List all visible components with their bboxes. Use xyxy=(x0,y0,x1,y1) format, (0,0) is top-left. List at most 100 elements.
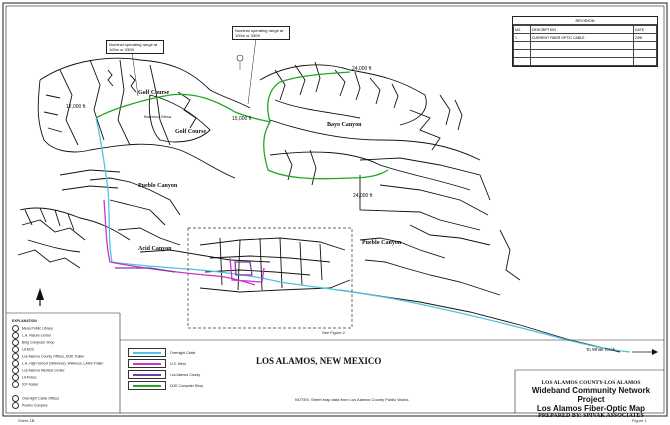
operating-range-callout: Nominal operating range at 100m or 330ft xyxy=(106,40,164,54)
title-block-county: LOS ALAMOS COUNTY-LOS ALAMOS xyxy=(541,380,641,386)
location-marker-icon xyxy=(12,374,19,381)
list-item: Overnight Cable xyxy=(128,347,203,358)
source-note: NOTES: Street map data from Los Alamos C… xyxy=(295,397,409,402)
location-marker-icon xyxy=(12,360,19,367)
legend-swatch xyxy=(128,381,166,390)
to-white-rock-label: To White Rock xyxy=(586,347,616,352)
title-block-frame xyxy=(6,312,664,413)
route-purple-west xyxy=(115,267,176,273)
revision-header-description: DESCRIPTION xyxy=(530,25,634,34)
location-marker-icon xyxy=(12,402,19,409)
list-item: Bldg Computer Shop xyxy=(12,339,112,346)
revision-cell: CURRENT FIBER OPTIC CABLE xyxy=(530,33,634,42)
location-marker-icon xyxy=(12,395,19,402)
area-label-barranca-mesa: Barranca Mesa xyxy=(144,114,172,119)
revision-header-no: NO. xyxy=(513,25,531,34)
location-marker-icon xyxy=(12,332,19,339)
line-swatch xyxy=(133,384,161,387)
list-item: U.S. West xyxy=(128,358,203,369)
line-swatch xyxy=(133,362,161,365)
location-marker-icon xyxy=(12,353,19,360)
route-purple xyxy=(234,261,253,276)
list-item: LA EDC xyxy=(12,346,112,353)
list-item: L.A. Nature Center xyxy=(12,332,112,339)
title-block-project: Wideband Community Network Project xyxy=(531,386,651,404)
table-row xyxy=(513,41,657,50)
revision-cell xyxy=(513,49,531,58)
title-block: LOS ALAMOS COUNTY-LOS ALAMOS Wideband Co… xyxy=(520,380,662,419)
area-label-pueblo-canyon: Pueblo Canyon xyxy=(362,240,402,246)
legend-item-label: ICF Kaiser xyxy=(22,382,39,387)
area-label-pueblo-canyon: Pueblo Canyon xyxy=(138,183,178,189)
legend-item-label: LA EDC xyxy=(22,347,35,352)
route-magenta xyxy=(103,199,256,286)
revision-table: REVISION NO. DESCRIPTION DATE 1 CURRENT … xyxy=(512,16,658,67)
outer-border xyxy=(2,2,668,417)
legend-item-label: L.A. Nature Center xyxy=(22,333,52,338)
location-marker-icon xyxy=(12,381,19,388)
water-tower-icon xyxy=(236,54,244,62)
operating-range-callout: Nominal operating range at 100m or 330ft xyxy=(232,26,290,40)
inset-box xyxy=(187,227,353,329)
distance-label: 12,000 ft xyxy=(66,104,86,110)
list-item xyxy=(12,388,112,395)
line-swatch xyxy=(133,351,161,354)
legend-swatch xyxy=(128,359,166,368)
route-legend: Overnight Cable U.S. West Los Alamos Cou… xyxy=(128,347,203,391)
list-item: ICF Kaiser xyxy=(12,381,112,388)
list-item: Los Alamos County xyxy=(128,369,203,380)
list-item: Pueblo Complex xyxy=(12,402,112,409)
revision-cell: 2/98 xyxy=(633,33,657,42)
legend-line-label: DOE Computer Shop xyxy=(170,383,204,388)
legend-item-label: Los Alamos County Offices, DOE Trailer xyxy=(22,354,85,359)
legend-item-label: L.A. High School (Wellness), Wellness, L… xyxy=(22,361,104,366)
revision-cell xyxy=(633,41,657,50)
location-marker-icon xyxy=(12,325,19,332)
route-cyan xyxy=(95,117,631,353)
legend-title: EXPLANATION xyxy=(12,319,37,323)
figure-number: Figure 1 xyxy=(632,418,647,423)
legend-item-label: Mesa Public Library xyxy=(22,326,53,331)
route-magenta-loop xyxy=(229,257,265,283)
line-swatch xyxy=(133,373,161,376)
distance-label: 24,000 ft xyxy=(353,193,373,199)
legend-item-label: Bldg Computer Shop xyxy=(22,340,55,345)
legend-line-label: Los Alamos County xyxy=(170,372,201,377)
fiber-routes xyxy=(95,71,631,353)
legend-item-label: LA Police xyxy=(22,375,37,380)
area-label-bayo-canyon: Bayo Canyon xyxy=(327,122,362,128)
revision-header-date: DATE xyxy=(633,25,657,34)
legend-line-label: Overnight Cable xyxy=(170,350,196,355)
legend-item-label: Los Alamos Medical Center xyxy=(22,368,65,373)
legend-item-label: Overnight Cable Offices xyxy=(22,396,60,401)
callout-leaders xyxy=(131,37,257,105)
revision-cell xyxy=(530,57,634,66)
distance-label: 15,000 ft xyxy=(232,116,252,122)
explanation-legend: EXPLANATION Mesa Public Library L.A. Nat… xyxy=(12,318,112,409)
north-arrow-icon xyxy=(36,288,44,306)
title-block-map-name: Los Alamos Fiber-Optic Map xyxy=(536,404,646,413)
legend-item-label: Pueblo Complex xyxy=(22,403,48,408)
list-item: Mesa Public Library xyxy=(12,325,112,332)
map-title: LOS ALAMOS, NEW MEXICO xyxy=(256,356,382,366)
legend-line-label: U.S. West xyxy=(170,361,186,366)
list-item: Los Alamos County Offices, DOE Trailer xyxy=(12,353,112,360)
inset-label: See Figure 2 xyxy=(322,330,345,335)
revision-title: REVISION xyxy=(513,17,657,25)
area-label-golf-course: Golf Course xyxy=(175,129,207,135)
sheet-number: Sheet 1B xyxy=(18,418,35,423)
list-item: Los Alamos Medical Center xyxy=(12,367,112,374)
table-row xyxy=(513,57,657,66)
location-marker-icon xyxy=(12,339,19,346)
table-row xyxy=(513,49,657,58)
list-item: DOE Computer Shop xyxy=(128,380,203,391)
revision-cell xyxy=(633,57,657,66)
area-label-acid-canyon: Acid Canyon xyxy=(138,246,172,252)
list-item: Overnight Cable Offices xyxy=(12,395,112,402)
revision-cell xyxy=(530,41,634,50)
list-item: LA Police xyxy=(12,374,112,381)
location-marker-icon xyxy=(12,367,19,374)
legend-swatch xyxy=(128,348,166,357)
